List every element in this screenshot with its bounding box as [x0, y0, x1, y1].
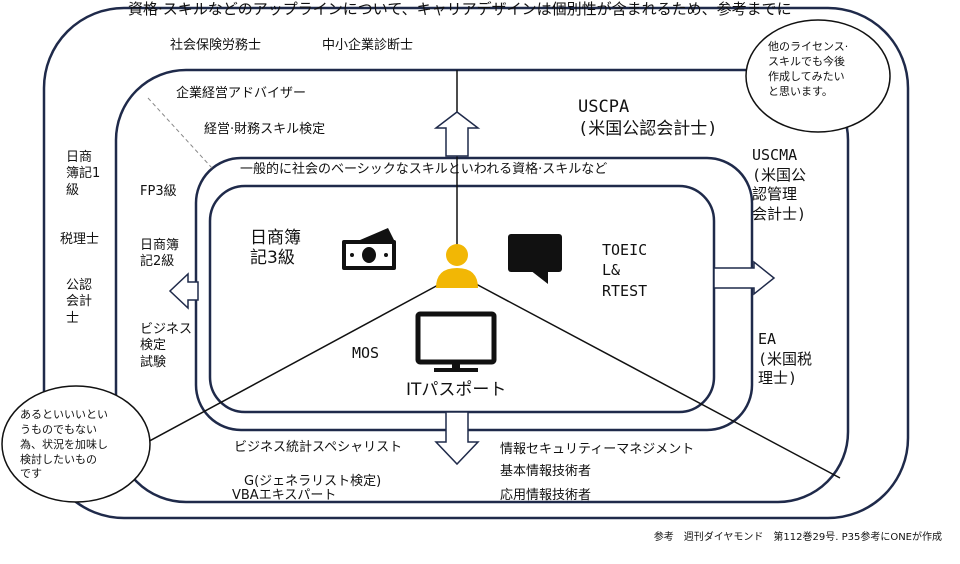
- label-toeic: TOEIC L& RTEST: [602, 241, 648, 300]
- label-uscma: USCMA (米国公 認管理 会計士): [752, 146, 807, 223]
- arrow-up: [433, 111, 481, 157]
- label-mos: MOS: [352, 344, 380, 362]
- dashed-connector: [147, 97, 213, 169]
- label-zeirishi: 税理士: [60, 232, 100, 247]
- footer-source: 参考 週刊ダイヤモンド 第112巻29号. P35参考にONEが作成: [653, 532, 942, 543]
- header-title: 資格·スキルなどのアップラインについて、キャリアデザインは個別性が含まれるため、…: [128, 0, 792, 18]
- label-boki1: 日商 簿記1 級: [66, 150, 101, 198]
- money-icon: [342, 228, 396, 270]
- label-ouyou-joho: 応用情報技術者: [500, 488, 592, 503]
- callout-bottom-left-shape: [1, 385, 151, 503]
- label-shindanshi: 中小企業診断士: [322, 38, 414, 53]
- second-ring: [114, 68, 850, 504]
- callout-bottom-left-text: あるといいいとい うものでもない 為、状況を加味し 検討したいもの です: [20, 408, 108, 481]
- monitor-icon: [415, 311, 497, 372]
- callout-top-right-shape: [745, 19, 891, 133]
- label-info-security: 情報セキュリティーマネジメント: [500, 442, 695, 457]
- label-vba: VBAエキスパート: [232, 488, 337, 503]
- label-uscpa: USCPA (米国公認会計士): [578, 97, 718, 140]
- label-boki3: 日商簿 記3級: [250, 228, 301, 269]
- arrow-left: [168, 272, 199, 310]
- label-sharoushi: 社会保険労務士: [170, 38, 262, 53]
- middle-ring-title: 一般的に社会のベーシックなスキルといわれる資格·スキルなど: [240, 162, 608, 177]
- label-ea: EA (米国税 理士): [758, 330, 813, 387]
- callout-top-right-text: 他のライセンス· スキルでも今後 作成してみたい と思います。: [768, 40, 849, 98]
- arrow-down: [434, 411, 480, 466]
- label-business-toukei: ビジネス統計スペシャリスト: [234, 440, 403, 455]
- label-keiei-advisor: 企業経営アドバイザー: [176, 86, 307, 101]
- speech-bubble-icon: [508, 234, 562, 284]
- arrow-right: [713, 260, 776, 296]
- diagonal-line-right: [475, 283, 841, 479]
- diagonal-line-left: [117, 283, 441, 459]
- label-keiei-zaimu: 経営·財務スキル検定: [204, 122, 326, 137]
- label-kihon-joho: 基本情報技術者: [500, 464, 592, 479]
- label-boki2: 日商簿 記2級: [140, 238, 180, 270]
- label-fp3: FP3級: [140, 184, 177, 199]
- label-it-passport: ITパスポート: [406, 380, 507, 400]
- person-icon: [436, 244, 478, 288]
- outer-ring: [42, 6, 910, 520]
- label-g-kentei: G(ジェネラリスト検定): [244, 474, 382, 489]
- label-business-kentei: ビジネス 検定 試験: [140, 322, 193, 370]
- label-kouninkaikeishi: 公認 会計 士: [66, 278, 93, 326]
